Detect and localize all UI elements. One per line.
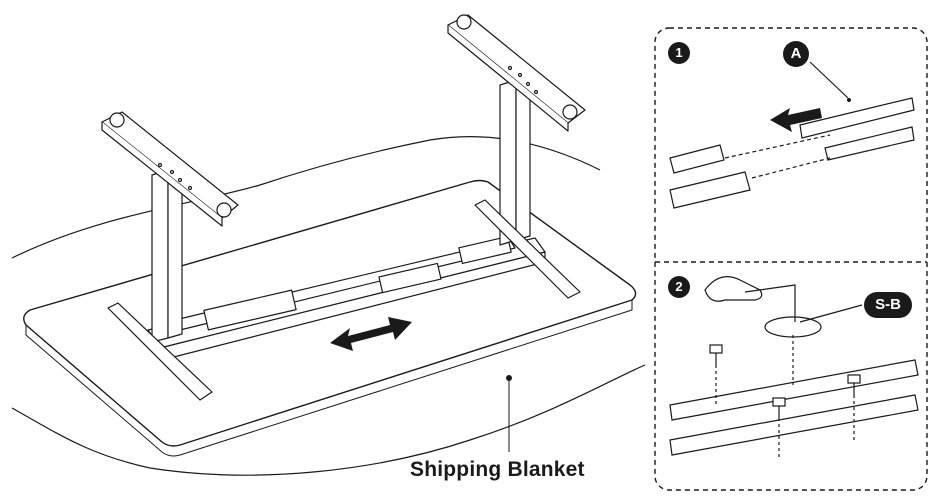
step-1-drawing [669, 61, 915, 209]
part-sb-badge: S-B [864, 292, 912, 318]
allen-key [744, 284, 796, 322]
slide-left-arrow [770, 108, 822, 132]
rotation-arrow [764, 316, 822, 338]
hand [704, 276, 763, 302]
shipping-blanket-lower-edge [11, 364, 646, 476]
screw-icon [772, 397, 786, 460]
detail-panel [654, 27, 928, 491]
step-2-badge: 2 [668, 276, 690, 298]
crossbar [147, 235, 546, 361]
main-illustration [11, 14, 646, 476]
right-leg [447, 14, 586, 299]
step-2-drawing [669, 276, 919, 460]
screw-icon [709, 344, 723, 405]
shipping-blanket-label: Shipping Blanket [410, 458, 585, 481]
tabletop-edge [25, 300, 633, 457]
left-leg [101, 111, 239, 401]
screw-icon [847, 374, 861, 440]
part-a-badge: A [783, 41, 809, 67]
step-1-badge: 1 [668, 42, 690, 64]
detail-panel-frame [654, 27, 928, 491]
double-arrow [330, 317, 412, 351]
